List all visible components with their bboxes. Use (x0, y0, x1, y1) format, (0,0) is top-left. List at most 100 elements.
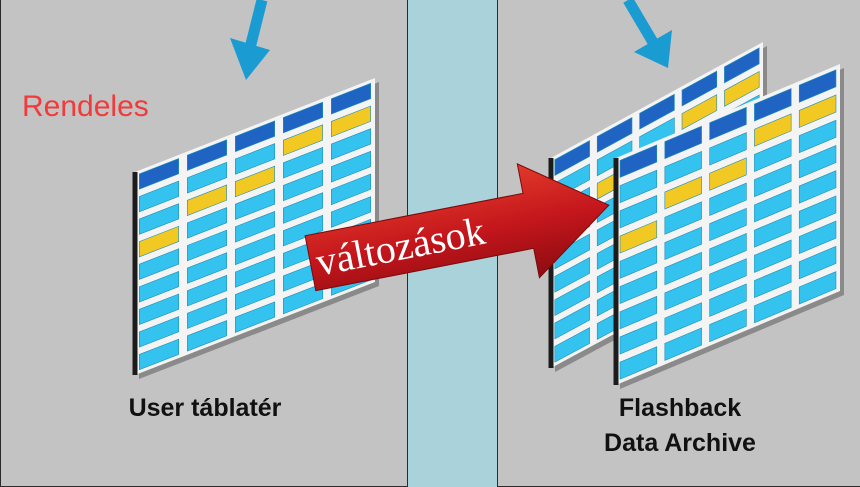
table-cell (187, 229, 227, 262)
table-cell (798, 170, 837, 204)
table-cell (754, 113, 792, 147)
table-cell (664, 277, 702, 311)
table-cell (754, 289, 792, 324)
table-cell (798, 144, 837, 179)
table-cell (187, 252, 227, 284)
table-cell (664, 201, 702, 235)
table-cell (664, 302, 702, 336)
table-cell (619, 295, 658, 330)
table-cell (187, 139, 227, 171)
table-cell (139, 293, 179, 325)
table-cell (798, 69, 837, 103)
table-cell (235, 143, 275, 175)
table-cell (709, 207, 747, 242)
table-cell (724, 47, 760, 84)
table-cell (139, 248, 179, 280)
table-cell (709, 258, 747, 292)
table-cell (664, 150, 702, 185)
table-cell (754, 189, 792, 223)
table-cell (235, 210, 275, 243)
table-cell (619, 169, 658, 204)
user-tablespace-caption: User táblatér (40, 391, 370, 426)
table-cell (235, 278, 275, 311)
table-cell (554, 303, 590, 340)
table-cell (283, 214, 323, 247)
table-cell (619, 194, 658, 229)
table-cell (619, 220, 658, 254)
table-cell (139, 180, 179, 213)
table-cell (283, 169, 323, 202)
flashback-caption-line1: Flashback (618, 394, 742, 422)
table-cell (554, 140, 590, 176)
table-cell (139, 338, 179, 371)
table-cell (283, 282, 323, 315)
table-cell (664, 176, 702, 210)
table-cell (331, 150, 371, 183)
table-cell (331, 173, 371, 206)
table-cell (235, 256, 275, 288)
table-cell (709, 157, 747, 191)
table-cell (139, 225, 179, 258)
table-cell (709, 182, 747, 216)
table-cell (798, 94, 837, 128)
table-cell (664, 125, 702, 160)
table-cell (187, 320, 227, 352)
table-cell (754, 264, 792, 299)
table-cell (639, 93, 675, 130)
table-cell (664, 251, 702, 286)
table-cell (709, 106, 747, 141)
table-cell (283, 192, 323, 224)
table-cell (283, 147, 323, 179)
table-cell (754, 88, 792, 122)
table-cell (139, 316, 179, 348)
table-cell (596, 116, 633, 153)
table-cell (283, 124, 323, 156)
table-cell (664, 226, 702, 260)
table-cell (724, 70, 760, 107)
left-blue-arrow-icon (230, 0, 270, 80)
table-cell (619, 270, 658, 305)
table-cell (331, 105, 371, 138)
table-cell (235, 233, 275, 266)
table-cell (139, 270, 179, 303)
table-cell (331, 128, 371, 160)
table-cell (754, 163, 792, 198)
archive-table-front (613, 64, 844, 389)
table-cell (709, 283, 747, 317)
table-cell (554, 257, 590, 293)
table-cell (681, 70, 718, 107)
table-cell (681, 94, 718, 130)
table-cell (235, 165, 275, 198)
right-blue-arrow-icon (623, 0, 672, 68)
table-cell (139, 158, 179, 190)
table-cell (798, 195, 837, 229)
table-cell (619, 346, 658, 380)
table-cell (554, 233, 590, 270)
table-cell (798, 271, 837, 305)
table-cell (709, 132, 747, 166)
table-cell (187, 207, 227, 239)
user-table-grid (132, 78, 379, 379)
table-cell (619, 245, 658, 279)
table-cell (554, 280, 590, 316)
user-tablespace-caption-text: User táblatér (128, 394, 282, 422)
table-cell (187, 274, 227, 307)
table-cell (235, 301, 275, 333)
table-cell (331, 82, 371, 115)
table-cell (754, 214, 792, 248)
flashback-caption-line2: Data Archive (604, 429, 756, 457)
table-cell (187, 161, 227, 194)
table-cell (664, 327, 702, 361)
table-cell (798, 220, 837, 255)
table-cell (331, 196, 371, 228)
table-cell (754, 138, 792, 172)
flashback-archive-caption: Flashback Data Archive (510, 391, 850, 461)
table-cell (235, 188, 275, 220)
table-cell (754, 239, 792, 273)
table-cell (235, 120, 275, 153)
table-cell (187, 297, 227, 329)
table-cell (798, 245, 837, 280)
table-cell (554, 327, 590, 363)
table-cell (619, 144, 658, 178)
